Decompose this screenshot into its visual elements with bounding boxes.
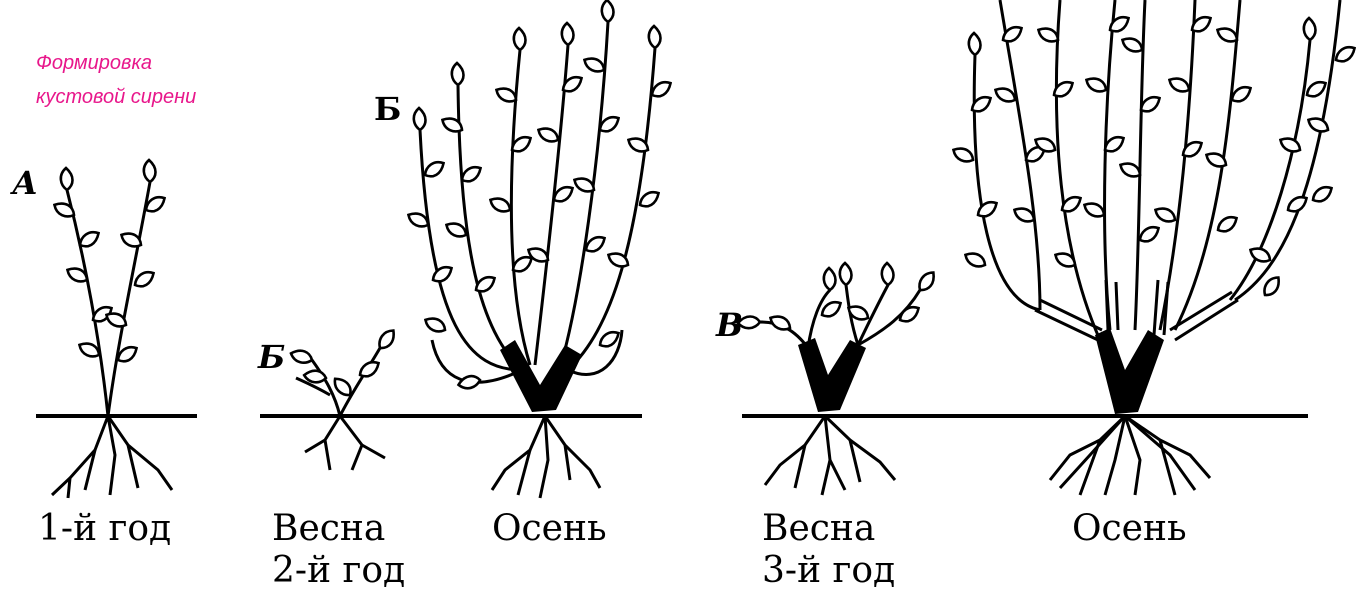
plant-autumn-year3-leaves xyxy=(951,14,1358,299)
label-year1: 1-й год xyxy=(38,508,171,550)
plant-spring-year2-leaves xyxy=(289,327,398,399)
trunk-autumn-year3 xyxy=(1095,328,1164,414)
label-spring-year3: Весна 3-й год xyxy=(762,508,895,592)
plant-year1-leaves xyxy=(52,160,168,365)
label-spring-year2-year: 2-й год xyxy=(272,550,405,592)
letter-a: А xyxy=(12,164,38,202)
plant-year1 xyxy=(52,182,172,498)
caption-line1: Формировка xyxy=(36,46,196,80)
trunk-autumn-year2 xyxy=(500,340,582,412)
letter-b-autumn: Б xyxy=(374,90,401,128)
letter-b-spring: Б xyxy=(258,338,285,376)
label-autumn-year3: Осень xyxy=(1072,508,1187,550)
label-autumn-year2: Осень xyxy=(492,508,607,550)
label-spring-year3-year: 3-й год xyxy=(762,550,895,592)
diagram-caption: Формировка кустовой сирени xyxy=(36,46,196,114)
label-spring-year2-season: Весна xyxy=(272,508,405,550)
label-spring-year2: Весна 2-й год xyxy=(272,508,405,592)
label-spring-year3-season: Весна xyxy=(762,508,895,550)
trunk-spring-year3 xyxy=(798,338,866,412)
plant-autumn-year3 xyxy=(974,0,1340,495)
caption-line2: кустовой сирени xyxy=(36,80,196,114)
letter-v: В xyxy=(716,306,743,344)
